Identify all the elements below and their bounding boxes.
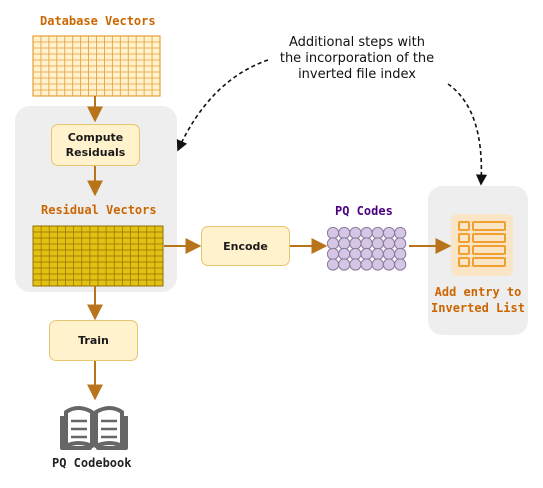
compute-residuals-box: Compute Residuals [51, 124, 140, 166]
add-entry-label: Add entry to Inverted List [428, 284, 528, 316]
open-book-icon [60, 406, 128, 450]
annotation-arrow-right [447, 83, 488, 186]
add-entry-line1: Add entry to [434, 285, 522, 299]
annotation-line1: Additional steps with [289, 35, 425, 50]
database-vectors-label: Database Vectors [40, 14, 156, 28]
residual-vectors-grid [32, 225, 164, 287]
pq-codes-array [326, 226, 407, 271]
encode-box: Encode [201, 226, 290, 266]
train-box: Train [49, 320, 138, 361]
pq-codes-label: PQ Codes [335, 204, 393, 218]
inverted-list-icon [451, 214, 513, 276]
annotation-arrow-left [176, 59, 269, 152]
annotation-line2: the incorporation of the [279, 51, 435, 66]
add-entry-line2: Inverted List [431, 301, 525, 315]
compute-residuals-line1: Compute [67, 131, 124, 144]
database-vectors-grid [32, 35, 161, 97]
annotation-text: Additional steps with the incorporation … [266, 35, 448, 83]
compute-residuals-line2: Residuals [65, 146, 126, 159]
annotation-line3: inverted file index [298, 67, 416, 82]
residual-vectors-label: Residual Vectors [41, 203, 157, 217]
pq-codebook-label: PQ Codebook [52, 456, 132, 470]
